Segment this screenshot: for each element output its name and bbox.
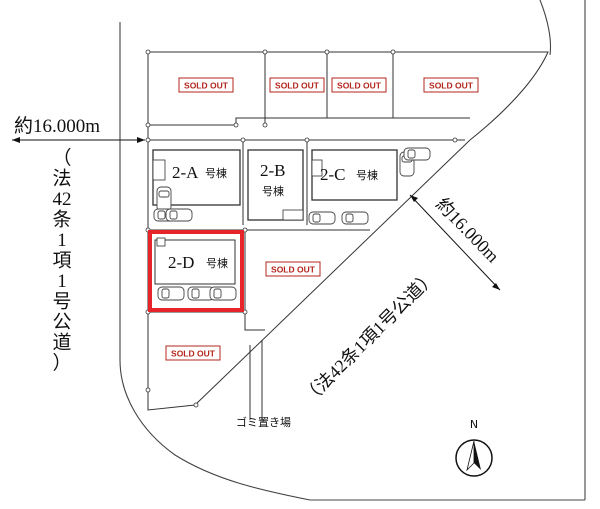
site-diagonal-line	[194, 139, 471, 406]
right-road-type: （法42条1項1号公道）	[299, 266, 440, 407]
left-road-type-char: 号	[52, 292, 71, 313]
left-road-dimension: 約16.000m	[12, 115, 145, 143]
road-edges	[119, 0, 586, 501]
marker	[145, 387, 151, 393]
lot-2d-suffix: 号棟	[206, 256, 228, 270]
lot-2d-name: 2-D	[168, 253, 194, 272]
left-road-edge	[119, 22, 311, 501]
sold-out-text: SOLD OUT	[275, 81, 320, 91]
lot-2c-suffix: 号棟	[356, 168, 378, 182]
marker	[240, 137, 246, 143]
right-road-dimension: 約16.000m （法42条1項1号公道）	[299, 194, 503, 408]
marker	[452, 137, 458, 143]
compass-icon: N	[455, 418, 493, 477]
row3-line	[148, 311, 265, 331]
left-road-type-char: （	[52, 147, 71, 169]
left-road-type-char: 1	[57, 230, 67, 251]
sold-out-text: SOLD OUT	[337, 81, 382, 91]
car-icon	[165, 208, 193, 222]
sold-out-badge-5: SOLD OUT	[265, 261, 321, 277]
sold-out-badge-3: SOLD OUT	[331, 77, 387, 93]
sold-out-badge-2: SOLD OUT	[269, 77, 325, 93]
marker	[262, 49, 268, 55]
site-left-line	[147, 52, 196, 411]
car-icon	[156, 186, 172, 212]
parked-cars	[153, 147, 431, 301]
left-road-type-char: 条	[52, 209, 71, 231]
left-road-type-char: ）	[52, 352, 71, 374]
sold-out-badge-6: SOLD OUT	[165, 345, 221, 361]
marker	[145, 137, 151, 143]
left-road-type-char: 道	[52, 332, 71, 354]
left-road-type-char: 法	[52, 168, 71, 190]
garbage-area-label: ゴミ置き場	[236, 415, 291, 429]
marker	[304, 137, 310, 143]
sold-out-badge-4: SOLD OUT	[423, 77, 479, 93]
lot-2b-name: 2-B	[260, 161, 286, 180]
sold-out-badges: SOLD OUT SOLD OUT SOLD OUT SOLD OUT SOLD…	[165, 77, 479, 361]
sold-out-text: SOLD OUT	[171, 349, 216, 359]
sold-out-badge-1: SOLD OUT	[178, 77, 234, 93]
car-icon	[157, 286, 185, 301]
car-icon	[403, 147, 431, 161]
sold-out-text: SOLD OUT	[271, 265, 316, 275]
marker	[145, 49, 151, 55]
building-2d-highlighted[interactable]: 2-D 号棟	[148, 230, 244, 312]
marker	[145, 122, 151, 128]
building-2b[interactable]: 2-B 号棟	[247, 149, 304, 221]
sold-out-text: SOLD OUT	[184, 81, 229, 91]
lot-2a-suffix: 号棟	[205, 166, 227, 180]
left-road-type-char: 1	[57, 271, 67, 292]
marker	[233, 122, 239, 128]
row1-bottom-line	[148, 117, 470, 126]
top-road-edge	[539, 0, 552, 56]
left-road-type-char: 公	[52, 312, 71, 333]
building-2c[interactable]: 2-C 号棟	[311, 149, 398, 201]
car-icon	[209, 286, 237, 301]
lot-2a-name: 2-A	[172, 163, 199, 182]
left-road-width: 約16.000m	[14, 115, 100, 137]
marker	[262, 122, 268, 128]
lot-2b-suffix: 号棟	[262, 184, 284, 198]
compass-north-label: N	[470, 418, 478, 431]
car-icon	[187, 286, 215, 301]
marker	[193, 402, 199, 408]
marker	[390, 49, 396, 55]
marker	[324, 49, 330, 55]
lot-lines	[147, 51, 549, 420]
sold-out-text: SOLD OUT	[429, 81, 474, 91]
car-icon	[341, 211, 369, 225]
car-icon	[308, 211, 336, 225]
lot-2c-name: 2-C	[320, 165, 346, 184]
left-road-type-char: 42	[53, 189, 72, 210]
left-road-type-char: 項	[52, 251, 71, 272]
site-top-line	[148, 51, 549, 141]
